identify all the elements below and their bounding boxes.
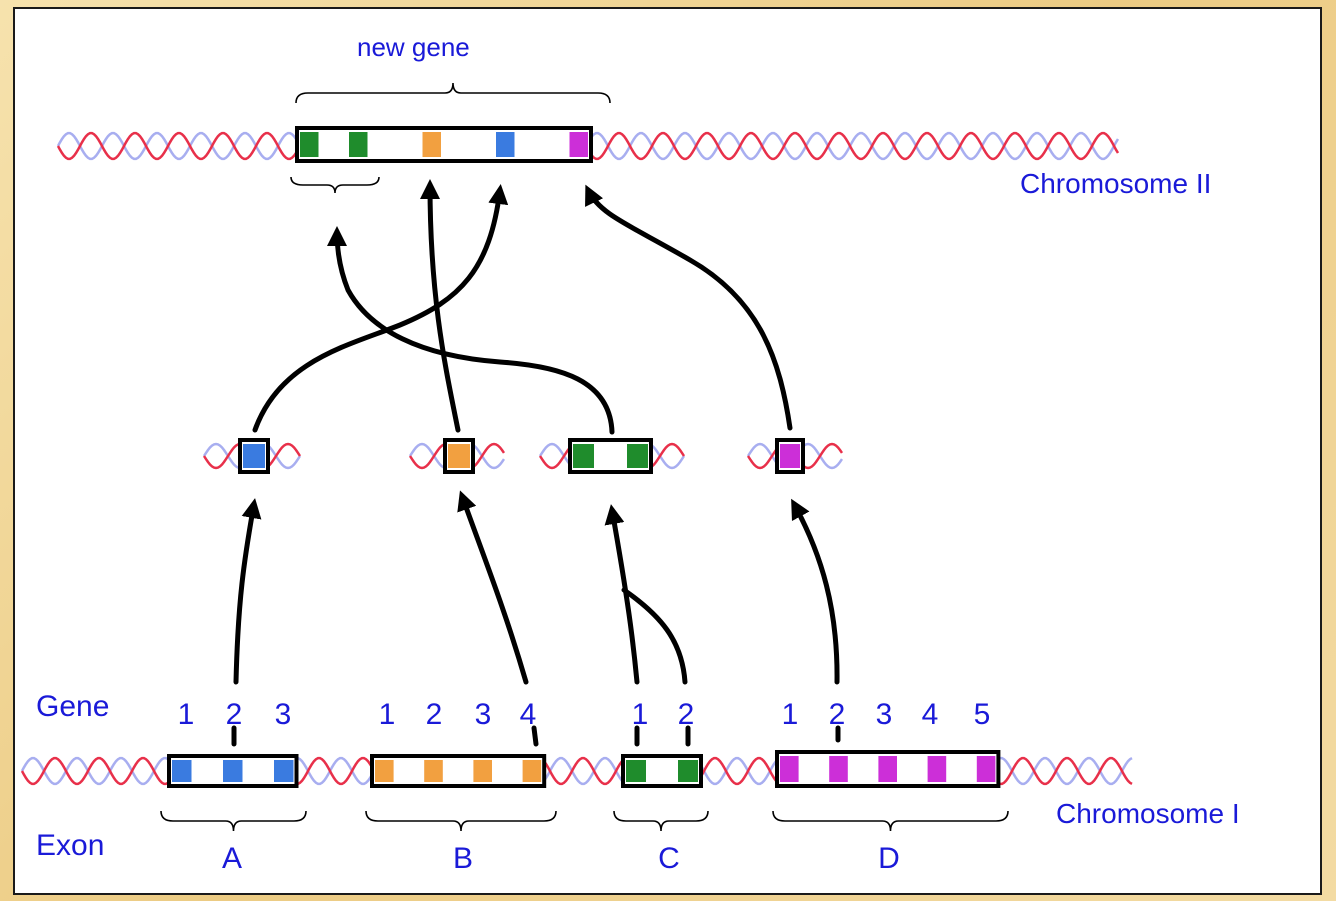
gene-c-number-2: 2 — [678, 698, 695, 731]
gene-d-number-2: 2 — [829, 698, 846, 731]
exon-b-brace — [365, 810, 557, 832]
fragment-orange-block-outline — [443, 438, 475, 474]
new-gene-block-cell-9 — [496, 132, 515, 157]
fragment-green-block-cell-1 — [573, 444, 594, 468]
arrows — [231, 179, 841, 747]
gene-a-number-1: 1 — [178, 698, 195, 731]
gene-b-block-cell-5 — [473, 760, 492, 782]
fragment-magenta-block-outline — [775, 438, 805, 474]
fragment-blue-block-cell-1 — [243, 444, 265, 468]
gene-d-block-cell-5 — [878, 756, 897, 782]
gene-b-block-background — [372, 756, 545, 786]
arrow-gene-d-to-fragment — [791, 498, 840, 685]
gene-d-block-outline — [775, 750, 1001, 788]
exon-a-brace — [160, 810, 307, 832]
gene-label: Gene — [36, 690, 109, 723]
gene-d-block-cell-9 — [976, 756, 996, 782]
gene-a-number-2: 2 — [226, 698, 243, 731]
fragment-orange-block-cell-1 — [448, 444, 470, 468]
gene-b-block-outline — [370, 754, 547, 788]
gene-b-block-cell-7 — [522, 760, 542, 782]
fragment-magenta-block-cell-1 — [780, 444, 800, 468]
gene-b-exon-4-stub — [531, 725, 539, 747]
gene-a-block-cell-5 — [274, 760, 294, 782]
new-gene-block-background — [297, 128, 591, 161]
gene-b-number-1: 1 — [379, 698, 396, 731]
gene-b-block-cell-1 — [375, 760, 394, 782]
arrow-orange-to-new-gene — [420, 179, 461, 433]
new-gene-block-cell-12 — [569, 132, 588, 157]
gene-c-number-1: 1 — [632, 698, 649, 731]
new-gene-block-cell-6 — [422, 132, 441, 157]
exon-label: Exon — [36, 829, 104, 862]
new-gene-block-cell-3 — [349, 132, 368, 157]
chromosome-1-label: Chromosome I — [1056, 798, 1240, 829]
gene-a-block-outline — [167, 754, 299, 788]
gene-a-block-cell-1 — [172, 760, 192, 782]
exon-letter-d: D — [878, 842, 900, 875]
gene-d-number-3: 3 — [876, 698, 893, 731]
gene-c-block-cell-3 — [678, 760, 698, 782]
gene-b-number-3: 3 — [475, 698, 492, 731]
gene-d-number-5: 5 — [974, 698, 991, 731]
gene-b-block-cell-3 — [424, 760, 443, 782]
gene-d-number-4: 4 — [922, 698, 939, 731]
arrow-gene-c1-to-fragment — [604, 504, 640, 685]
chromosome-2-label: Chromosome II — [1020, 168, 1211, 199]
gene-d-number-1: 1 — [782, 698, 799, 731]
green-exons-brace — [290, 176, 380, 194]
fragment-green-block-cell-3 — [627, 444, 648, 468]
exon-letter-b: B — [453, 842, 473, 875]
new-gene-brace — [295, 82, 611, 104]
gene-d-block-cell-1 — [780, 756, 799, 782]
exon-letter-a: A — [222, 842, 242, 875]
gene-d-block-cell-7 — [927, 756, 947, 782]
arrow-gene-c2-merge — [621, 587, 688, 685]
gene-a-block-cell-3 — [223, 760, 243, 782]
gene-a-number-3: 3 — [275, 698, 292, 731]
new-gene-block-cell-1 — [300, 132, 319, 157]
new-gene-label: new gene — [357, 32, 470, 62]
braces — [160, 82, 1009, 832]
gene-b-number-4: 4 — [520, 698, 537, 731]
fragment-blue-block-outline — [238, 438, 270, 474]
gene-blocks — [167, 126, 1001, 788]
arrow-green-to-new-gene — [327, 226, 615, 435]
gene-c-block-outline — [621, 754, 703, 788]
gene-d-block-cell-3 — [829, 756, 848, 782]
exon-letter-c: C — [658, 842, 680, 875]
gene-b-number-2: 2 — [426, 698, 443, 731]
gene-c-block-cell-1 — [626, 760, 646, 782]
arrow-gene-b-to-fragment — [457, 490, 529, 685]
arrow-magenta-to-new-gene — [585, 184, 793, 431]
arrow-gene-a-to-fragment — [233, 498, 262, 685]
arrow-blue-to-new-gene — [252, 184, 509, 433]
new-gene-block-outline — [295, 126, 593, 163]
exon-c-brace — [613, 810, 709, 832]
exon-d-brace — [772, 810, 1009, 832]
fragment-green-block-outline — [568, 438, 653, 474]
